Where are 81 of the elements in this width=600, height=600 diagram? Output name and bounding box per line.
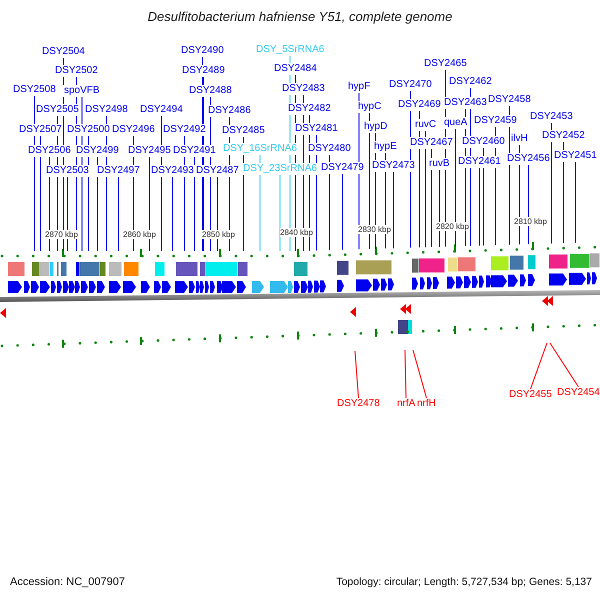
gene-label: DSY2461	[457, 156, 502, 168]
gene-label: DSY2486	[207, 105, 252, 117]
gene-label: DSY2491	[172, 145, 217, 157]
gene-label: DSY2482	[287, 103, 332, 115]
gene-label: DSY2485	[221, 125, 266, 137]
gene-label: DSY2456	[506, 153, 551, 165]
leader-line	[575, 162, 576, 244]
gene-label: DSY_23SrRNA6	[242, 163, 318, 175]
gene-label: DSY2460	[461, 136, 506, 148]
gene-label: DSY2502	[54, 65, 99, 77]
footer-text: Topology: circular; Length: 5,727,534 bp; Genes: 5,137	[336, 576, 592, 588]
leader-line	[67, 176, 68, 252]
gene-label: DSY2463	[443, 97, 488, 109]
gene-label: DSY2480	[307, 143, 352, 155]
gene-label: DSY2493	[150, 165, 195, 177]
gene-label: DSY2451	[553, 150, 598, 162]
leader-line	[419, 110, 420, 248]
footer-text: Accession: NC_007907	[10, 576, 125, 588]
gene-label: DSY2452	[541, 130, 586, 142]
leader-line	[563, 142, 564, 244]
gene-label: DSY2503	[45, 165, 90, 177]
leader-line	[217, 176, 218, 252]
gene-label: DSY2497	[96, 165, 141, 177]
scale-label: 2820 kbp	[436, 222, 469, 231]
leader-line	[97, 156, 98, 252]
leader-line	[172, 176, 173, 252]
leader-line	[530, 342, 548, 390]
gene-label: hypC	[357, 101, 382, 113]
gene-label: DSY2481	[294, 123, 339, 135]
gene-label: DSY2484	[273, 63, 318, 75]
gene-label: DSY2488	[188, 85, 233, 97]
gene-label: DSY2500	[66, 124, 111, 136]
gene-label: DSY2483	[281, 83, 326, 95]
leader-line	[479, 168, 480, 246]
leader-line	[412, 350, 427, 398]
leader-line	[342, 174, 343, 250]
scale-label: 2840 kbp	[280, 228, 313, 237]
gene-label: queA	[443, 117, 468, 129]
gene-label: hypE	[373, 141, 398, 153]
leader-line	[425, 130, 426, 248]
gene-label: DSY2459	[473, 115, 518, 127]
title: Desulfitobacterium hafniense Y51, complete genome	[148, 9, 452, 24]
gene-label: DSY2507	[18, 124, 63, 136]
gene-label: DSY2499	[75, 145, 120, 157]
leader-line	[483, 148, 484, 246]
scale-label: 2870 kbp	[45, 230, 78, 239]
gene-label: DSY2479	[320, 162, 365, 174]
leader-line	[455, 128, 456, 247]
gene-label: DSY_5SrRNA6	[255, 44, 326, 56]
leader-line	[551, 122, 552, 244]
gene-label: DSY2469	[397, 99, 442, 111]
gene-label: DSY2505	[35, 104, 80, 116]
leader-line	[194, 156, 195, 252]
gene-label: DSY_16SrRNA6	[222, 143, 298, 155]
scale-label: 2830 kbp	[358, 225, 391, 234]
gene-label: DSY2467	[409, 137, 454, 149]
leader-line	[149, 156, 150, 252]
gene-label: spoVFB	[63, 85, 101, 97]
gene-label: hypF	[347, 81, 372, 93]
gene-label: DSY2495	[127, 145, 172, 157]
leader-line	[40, 136, 41, 252]
gene-label: DSY2473	[371, 160, 416, 172]
leader-line	[550, 342, 579, 388]
leader-line	[329, 154, 330, 251]
leader-line	[404, 350, 406, 398]
leader-line	[393, 172, 394, 249]
gene-label: DSY2506	[27, 145, 72, 157]
gene-label: DSY2492	[162, 124, 207, 136]
leader-line	[118, 176, 119, 252]
gene-label: ruvC	[414, 119, 438, 131]
scale-label: 2810 kbp	[514, 217, 547, 226]
scale-label: 2860 kbp	[123, 230, 156, 239]
leader-line	[528, 164, 529, 245]
gene-label: DSY2489	[181, 65, 226, 77]
gene-label: ruvB	[428, 158, 451, 170]
scale-label: 2850 kbp	[202, 230, 235, 239]
gene-label: DSY2487	[195, 165, 240, 177]
leader-line	[439, 170, 440, 248]
gene-label: hypD	[363, 121, 388, 133]
leader-line	[354, 350, 359, 398]
leader-line	[431, 148, 432, 248]
